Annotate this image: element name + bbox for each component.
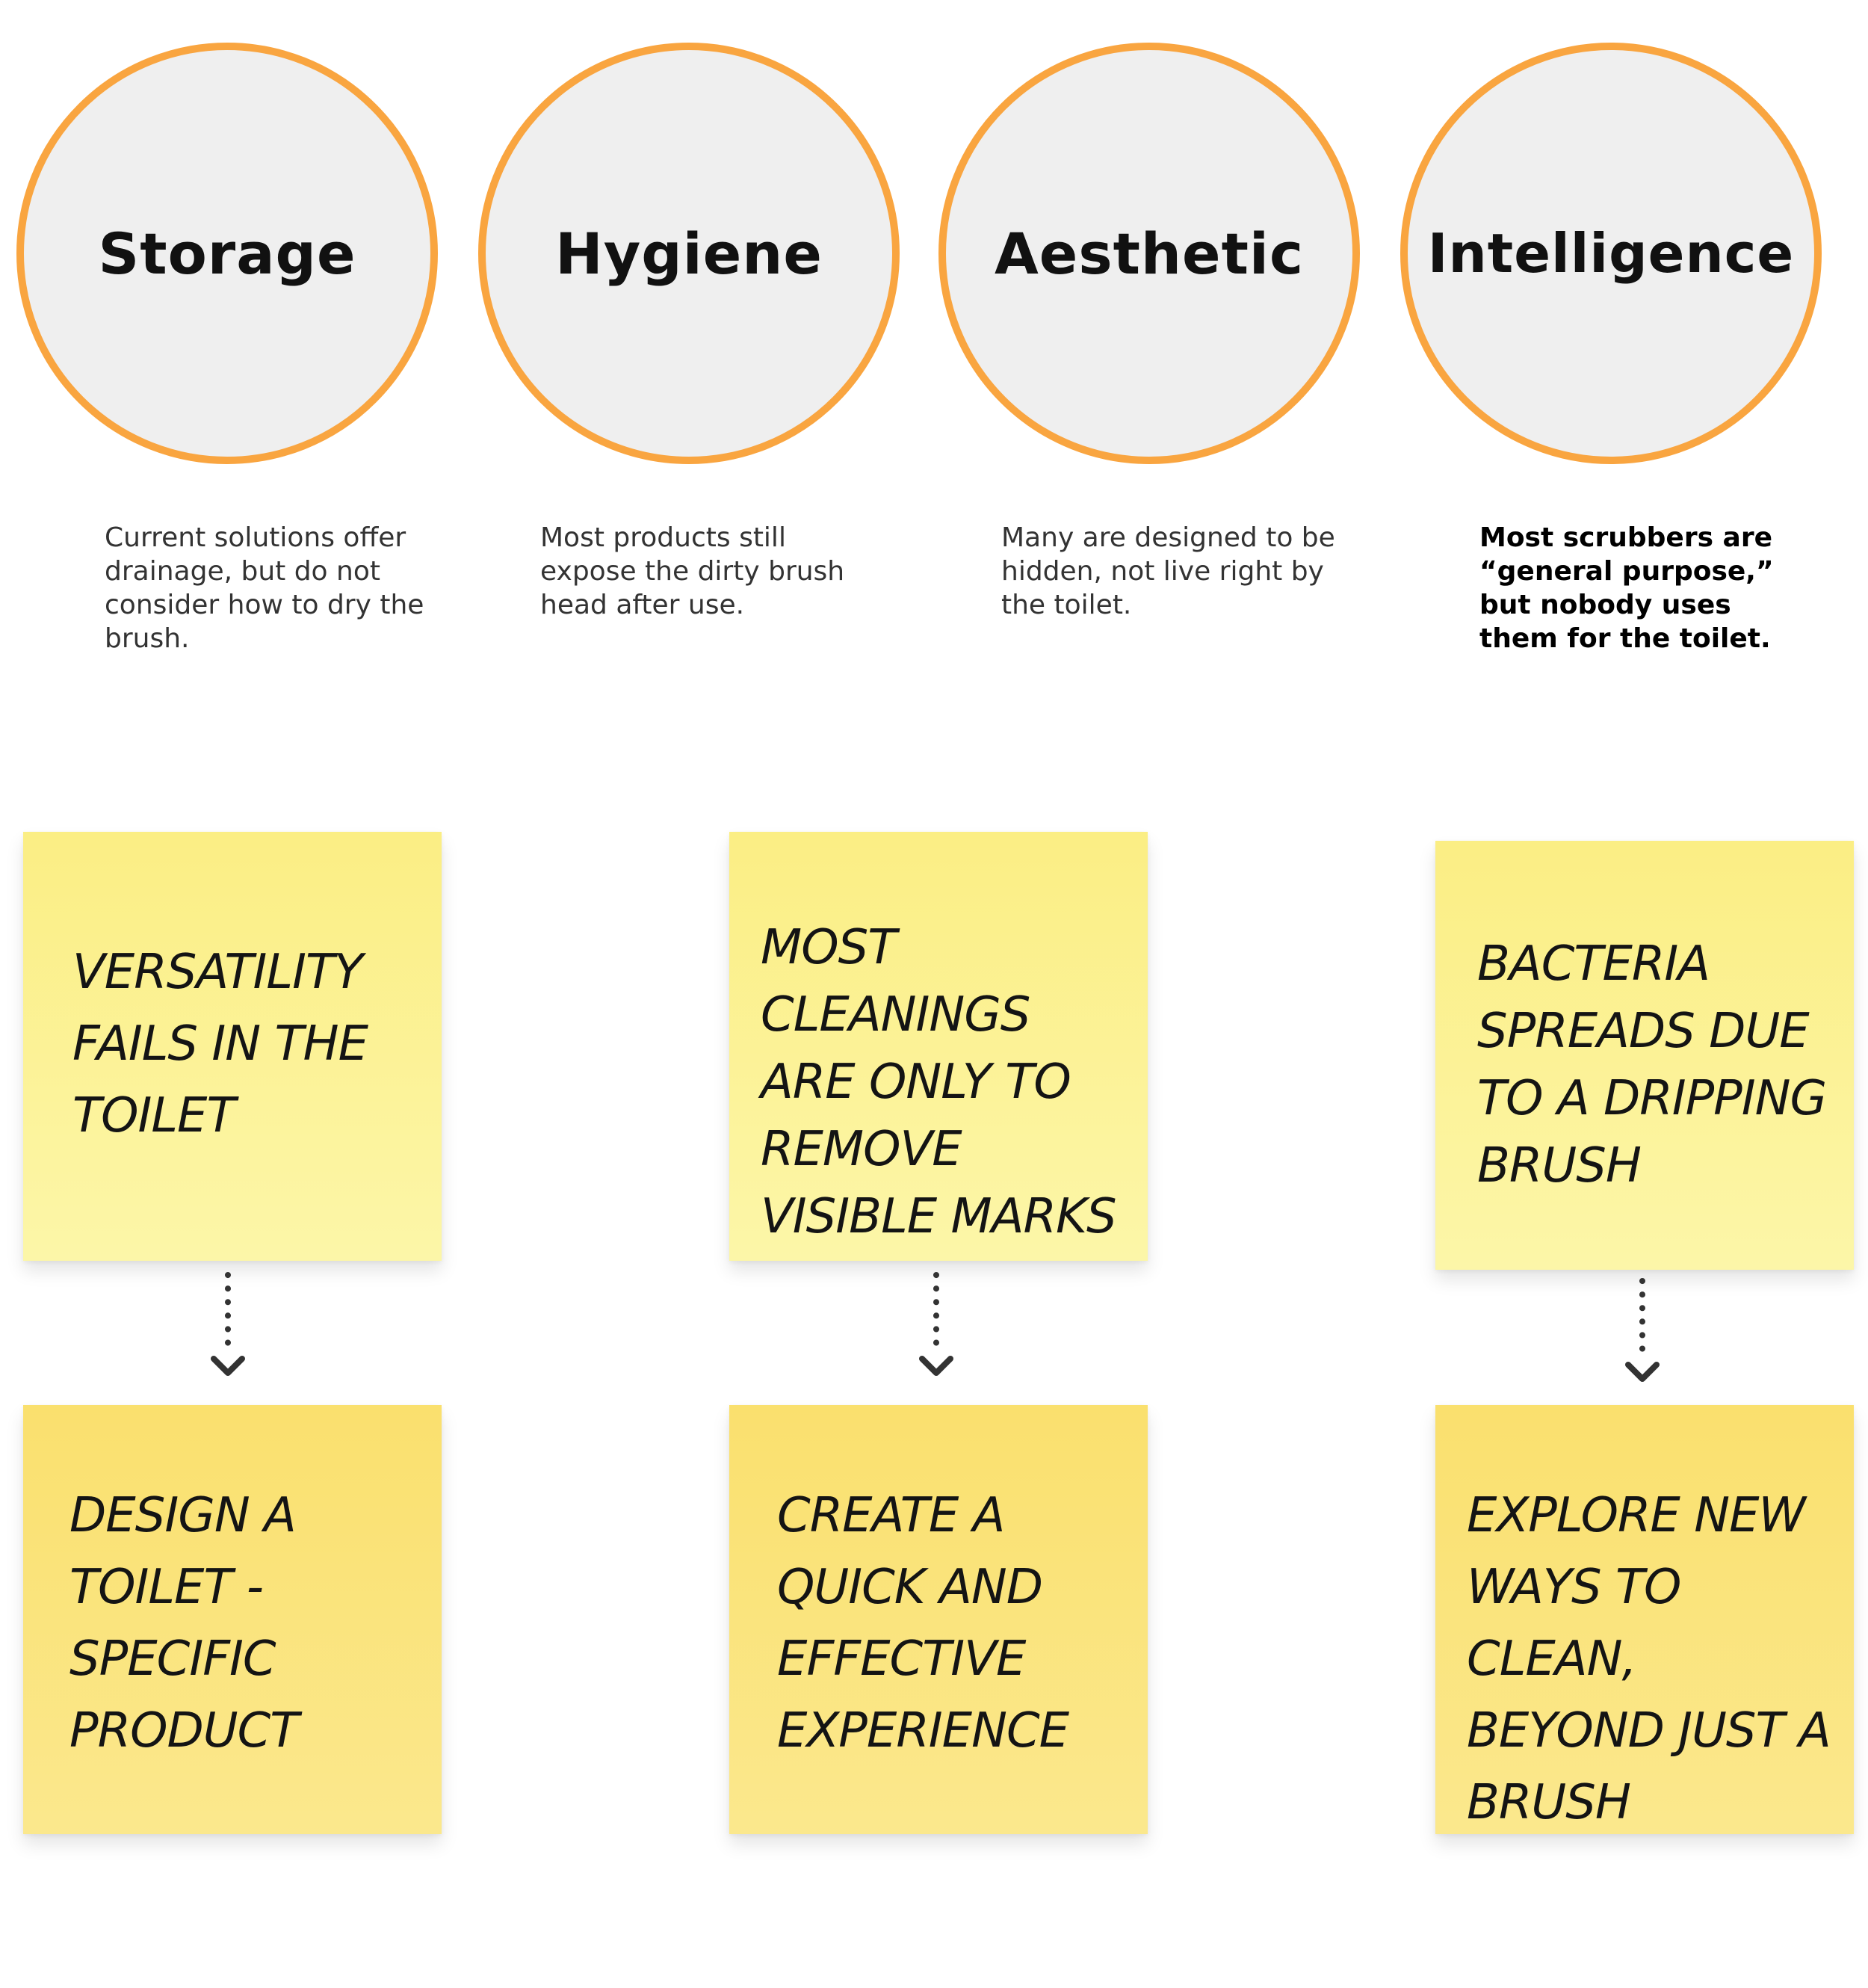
dotted-arrow-down-icon bbox=[1625, 1278, 1660, 1382]
circle-intelligence: Intelligence bbox=[1400, 43, 1822, 464]
sticky-note-text: DESIGN A TOILET - SPECIFIC PRODUCT bbox=[69, 1488, 299, 1759]
intelligence-description: Most scrubbers are “general purpose,” bu… bbox=[1479, 522, 1774, 654]
sticky-note-text: BACTERIA SPREADS DUE TO A DRIPPING BRUSH bbox=[1477, 936, 1827, 1194]
aesthetic-description: Many are designed to be hidden, not live… bbox=[1001, 522, 1335, 620]
sticky-note-opportunity-3: EXPLORE NEW WAYS TO CLEAN, BEYOND JUST A… bbox=[1435, 1405, 1854, 1834]
storage-description: Current solutions offer drainage, but do… bbox=[105, 522, 424, 654]
sticky-note-text: EXPLORE NEW WAYS TO CLEAN, BEYOND JUST A… bbox=[1467, 1488, 1831, 1830]
circle-label: Storage bbox=[98, 220, 356, 287]
sticky-note-text: MOST CLEANINGS ARE ONLY TO REMOVE VISIBL… bbox=[761, 920, 1117, 1244]
circle-label: Hygiene bbox=[555, 220, 823, 287]
sticky-note-opportunity-1: DESIGN A TOILET - SPECIFIC PRODUCT bbox=[23, 1405, 442, 1834]
sticky-note-insight-2: MOST CLEANINGS ARE ONLY TO REMOVE VISIBL… bbox=[729, 832, 1148, 1261]
circle-label: Aesthetic bbox=[994, 220, 1304, 287]
hygiene-description: Most products still expose the dirty bru… bbox=[540, 522, 845, 620]
sticky-note-text: CREATE A QUICK AND EFFECTIVE EXPERIENCE bbox=[777, 1488, 1069, 1759]
sticky-note-insight-3: BACTERIA SPREADS DUE TO A DRIPPING BRUSH bbox=[1435, 841, 1854, 1270]
sticky-note-opportunity-2: CREATE A QUICK AND EFFECTIVE EXPERIENCE bbox=[729, 1405, 1148, 1834]
circle-hygiene: Hygiene bbox=[478, 43, 900, 464]
sticky-note-text: VERSATILITY FAILS IN THE TOILET bbox=[72, 945, 368, 1143]
circle-label: Intelligence bbox=[1427, 222, 1795, 285]
dotted-arrow-down-icon bbox=[919, 1272, 953, 1376]
sticky-note-insight-1: VERSATILITY FAILS IN THE TOILET bbox=[23, 832, 442, 1261]
circle-aesthetic: Aesthetic bbox=[938, 43, 1360, 464]
dotted-arrow-down-icon bbox=[211, 1272, 245, 1376]
circle-storage: Storage bbox=[16, 43, 438, 464]
